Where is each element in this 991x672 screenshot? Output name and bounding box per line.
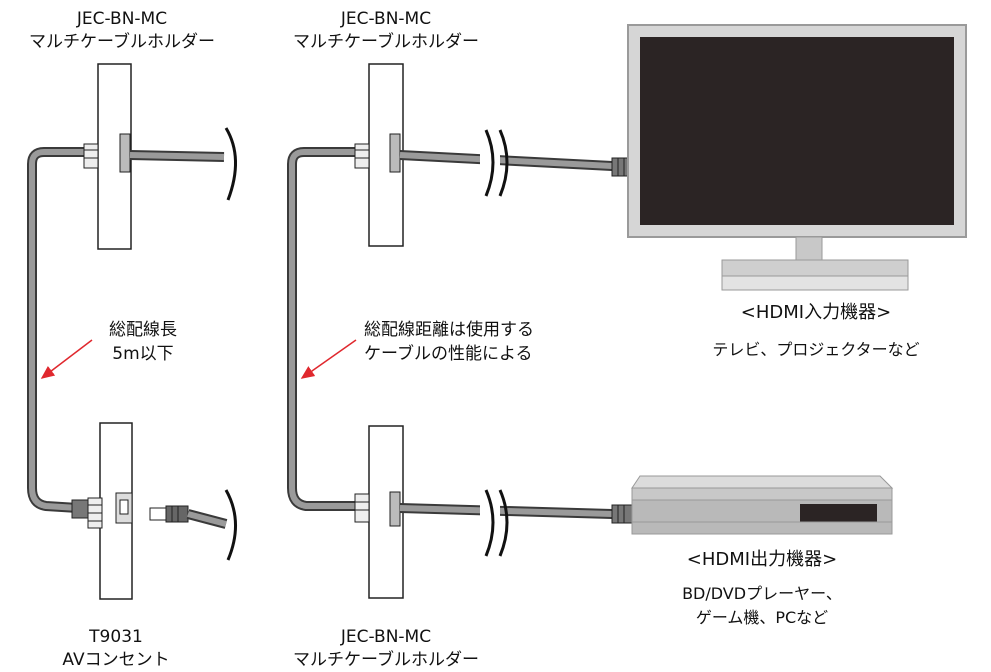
note-line: 総配線長	[109, 320, 177, 340]
left-loop-cable	[27, 147, 93, 513]
arrow-left-note	[40, 339, 93, 379]
outlet-name: AVコンセント	[62, 650, 170, 670]
holder-model: JEC-BN-MC	[340, 9, 432, 29]
wall-plate-top-mid	[354, 63, 404, 247]
hdmi-input-desc: テレビ、プロジェクターなど	[696, 338, 936, 362]
outlet-model: T9031	[89, 627, 143, 647]
note-line: ケーブルの性能による	[364, 344, 533, 364]
cable-top-left-out	[129, 127, 238, 201]
holder-model: JEC-BN-MC	[340, 627, 432, 647]
holder-name: マルチケーブルホルダー	[29, 32, 215, 52]
wall-plate-top-left	[83, 63, 132, 250]
holder-name: マルチケーブルホルダー	[293, 650, 479, 670]
outlet-label: T9031 AVコンセント	[46, 626, 186, 672]
desc-line: BD/DVDプレーヤー、	[682, 584, 842, 603]
wall-plate-bottom-mid	[354, 425, 404, 599]
note-line: 5m以下	[112, 344, 174, 364]
holder-label-top-mid: JEC-BN-MC マルチケーブルホルダー	[286, 8, 486, 54]
desc-line: テレビ、プロジェクターなど	[712, 340, 920, 359]
arrow-mid-note	[300, 339, 357, 379]
hdmi-input-title: <HDMI入力機器>	[740, 302, 892, 323]
cable-top-mid-to-tv	[399, 129, 635, 197]
bd-player-icon	[631, 475, 894, 535]
holder-label-bottom-mid: JEC-BN-MC マルチケーブルホルダー	[286, 626, 486, 672]
mid-loop-cable	[287, 147, 361, 511]
holder-model: JEC-BN-MC	[76, 9, 168, 29]
tv-monitor-icon	[627, 24, 967, 291]
hdmi-output-title: <HDMI出力機器>	[686, 549, 838, 570]
holder-name: マルチケーブルホルダー	[293, 32, 479, 52]
note-total-length: 総配線長 5m以下	[98, 318, 188, 366]
holder-label-top-left: JEC-BN-MC マルチケーブルホルダー	[22, 8, 222, 54]
note-line: 総配線距離は使用する	[364, 320, 534, 340]
note-cable-performance: 総配線距離は使用する ケーブルの性能による	[364, 318, 534, 366]
cable-bottom-mid-to-player	[399, 488, 635, 557]
hdmi-plug-loose	[149, 489, 238, 561]
wall-plate-av-outlet	[71, 422, 133, 600]
desc-line: ゲーム機、PCなど	[695, 608, 829, 627]
hdmi-output-desc: BD/DVDプレーヤー、 ゲーム機、PCなど	[662, 582, 862, 630]
